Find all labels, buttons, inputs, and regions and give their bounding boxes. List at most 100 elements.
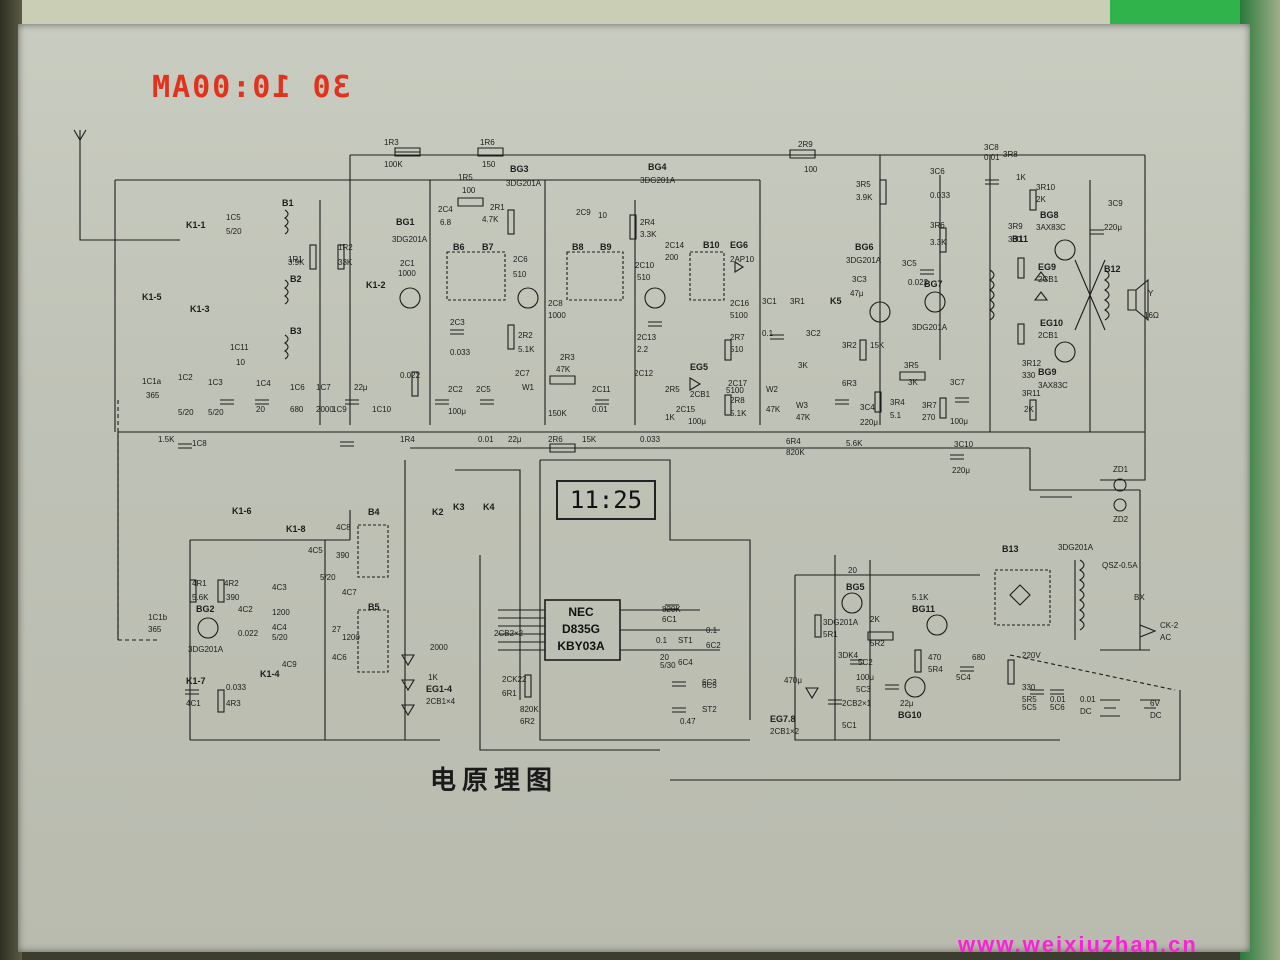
component-label-bottom-59: 3DG201A xyxy=(823,618,859,627)
component-label-right-61: 100μ xyxy=(950,417,968,426)
component-label-mid-12: 2C10 xyxy=(635,261,655,270)
component-label-left-16: K1-5 xyxy=(142,292,162,302)
component-label-bottom-5: 4C5 xyxy=(308,546,323,555)
component-label-right-7: 1K xyxy=(1016,173,1026,182)
component-label-right-65: 820K xyxy=(786,448,805,457)
component-label-mid-21: 2C13 xyxy=(637,333,657,342)
component-label-bottom-72: 5C4 xyxy=(956,673,971,682)
component-label-bottom-32: K1-7 xyxy=(186,676,206,686)
component-label-mid-36: 100μ xyxy=(688,417,706,426)
component-label-left-37: 1C8 xyxy=(192,439,207,448)
component-label-bottom-33: 4C1 xyxy=(186,699,201,708)
component-label-right-31: 3DG201A xyxy=(912,323,948,332)
component-label-right-52: 3C4 xyxy=(860,403,875,412)
component-label-bottom-1: K1-8 xyxy=(286,524,306,534)
component-label-bottom-30: 2000 xyxy=(430,643,448,652)
component-label-right-22: 2CB1 xyxy=(1038,275,1059,284)
component-label-top-6: BG3 xyxy=(510,164,529,174)
component-label-left-31: 1C9 xyxy=(332,405,347,414)
component-label-left-36: 1.5K xyxy=(158,435,175,444)
component-label-right-43: 330 xyxy=(1022,371,1036,380)
component-label-right-20: 330 xyxy=(1008,235,1022,244)
component-label-bottom-28: 27 xyxy=(332,625,341,634)
component-label-right-0: 3R5 xyxy=(856,180,871,189)
component-label-left-3: K1-1 xyxy=(186,220,206,230)
diagram-title: 电原理图 xyxy=(430,766,559,796)
component-label-bottom-12: 4R2 xyxy=(224,579,239,588)
component-label-bottom-71: 680 xyxy=(972,653,986,662)
component-label-right-13: 220μ xyxy=(1104,223,1122,232)
component-label-mid-26: W1 xyxy=(522,383,535,392)
component-label-right-51: 5.6K xyxy=(846,439,863,448)
component-label-bottom-87: 5R5 xyxy=(1022,695,1037,704)
component-label-top-11: 100 xyxy=(804,165,818,174)
component-label-right-62: 3R11 xyxy=(1022,389,1041,398)
component-label-mid-34: 2CB1 xyxy=(690,390,711,399)
component-label-top-0: 1R3 xyxy=(384,138,399,147)
component-label-right-26: 3C3 xyxy=(852,275,867,284)
component-label-bottom-26: 5/20 xyxy=(272,633,288,642)
component-label-bottom-74: EG7.8 xyxy=(770,714,796,724)
component-label-bottom-48: 0.1 xyxy=(656,636,668,645)
component-label-left-26: 20 xyxy=(256,405,265,414)
component-label-mid-23: 2R3 xyxy=(560,353,575,362)
ic-chip-label: NEC D835G KBY03A xyxy=(546,604,616,655)
component-label-bottom-4: B4 xyxy=(368,507,380,517)
component-label-mid-4: B8 xyxy=(572,242,584,252)
component-label-bottom-36: 1K xyxy=(428,673,438,682)
component-label-bottom-64: BG11 xyxy=(912,604,935,614)
component-label-mid-11: 5.1K xyxy=(518,345,535,354)
component-label-right-40: 3R2 xyxy=(842,341,857,350)
component-label-bottom-19: 0.022 xyxy=(238,629,259,638)
component-label-right-8: 3R10 xyxy=(1036,183,1056,192)
component-label-mid-22: 2.2 xyxy=(637,345,649,354)
component-label-bottom-93: DC xyxy=(1080,707,1092,716)
component-label-right-23: B12 xyxy=(1104,264,1121,274)
component-label-bottom-43: 6R2 xyxy=(520,717,535,726)
component-label-bottom-13: 390 xyxy=(226,593,240,602)
component-label-right-58: 3R7 xyxy=(922,401,937,410)
component-label-right-60: 3C7 xyxy=(950,378,965,387)
component-label-right-47: 47K xyxy=(766,405,781,414)
component-label-mid-44: 100μ xyxy=(448,407,466,416)
component-label-mid-50: 0.033 xyxy=(640,435,661,444)
component-label-bottom-38: 2CB1×4 xyxy=(426,697,456,706)
component-label-bottom-39: 2CB2×2 xyxy=(494,629,524,638)
component-label-top-3: 150 xyxy=(482,160,496,169)
component-label-left-23: 1C3 xyxy=(208,378,223,387)
paper-sheet xyxy=(18,24,1250,952)
component-label-bottom-0: K1-6 xyxy=(232,506,252,516)
component-label-top-16: 2C9 xyxy=(576,208,591,217)
component-label-bottom-49: ST1 xyxy=(678,636,693,645)
component-label-right-66: 3C10 xyxy=(954,440,974,449)
component-label-bottom-29: 4C9 xyxy=(282,660,297,669)
component-label-top-9: 3DG201A xyxy=(640,176,676,185)
component-label-bottom-6: 5/20 xyxy=(320,573,336,582)
component-label-bottom-58: BG5 xyxy=(846,582,865,592)
component-label-mid-1: B7 xyxy=(482,242,494,252)
component-label-left-10: 2C1 xyxy=(400,259,415,268)
component-label-right-17: 3.3K xyxy=(930,238,947,247)
component-label-bottom-60: 5R1 xyxy=(823,630,838,639)
component-label-bottom-89: 5C5 xyxy=(1022,703,1037,712)
component-label-right-55: 5.1 xyxy=(890,411,902,420)
component-label-left-0: B1 xyxy=(282,198,294,208)
component-label-top-1: 100K xyxy=(384,160,403,169)
component-label-bottom-3: 390 xyxy=(336,551,350,560)
component-label-bottom-77: 5C1 xyxy=(842,721,857,730)
component-label-bottom-92: 0.01 xyxy=(1080,695,1096,704)
component-label-bottom-90: 0.01 xyxy=(1050,695,1066,704)
component-label-right-56: 3R5 xyxy=(904,361,919,370)
component-label-bottom-68: 5C3 xyxy=(856,685,871,694)
component-label-left-29: 1C7 xyxy=(316,383,331,392)
component-label-mid-2: 2C6 xyxy=(513,255,528,264)
component-label-bottom-42: 820K xyxy=(520,705,539,714)
component-label-right-54: 3R4 xyxy=(890,398,905,407)
component-label-bottom-55: 0.47 xyxy=(680,717,696,726)
component-label-bottom-62: 5R2 xyxy=(870,639,885,648)
ic-line-part: D835G xyxy=(561,622,601,636)
component-label-top-14: 2C4 xyxy=(438,205,453,214)
component-label-bottom-18: 4C2 xyxy=(238,605,253,614)
component-label-bottom-44: 820K xyxy=(662,605,681,614)
